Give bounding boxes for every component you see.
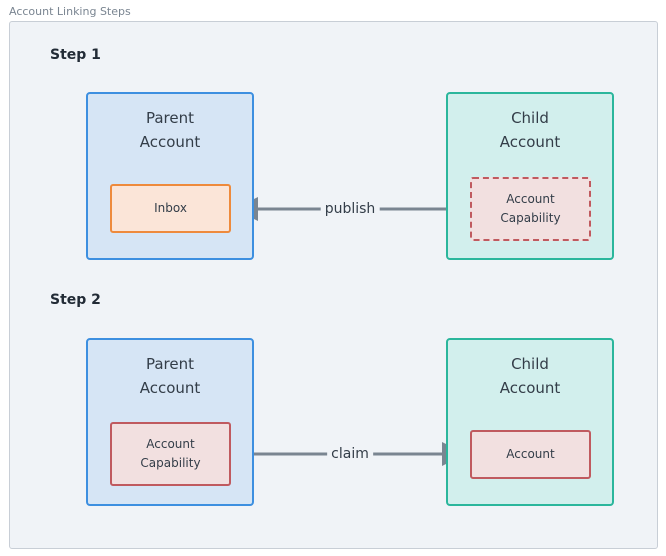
step-1-label: Step 1: [50, 47, 101, 63]
account-capability-node: Account Capability: [110, 422, 231, 486]
child-title: Child Account: [499, 109, 561, 151]
claim-label: claim: [327, 446, 373, 462]
step-2-child-account: Child Account: [446, 338, 614, 506]
step-1-parent-account: Parent Account: [86, 92, 254, 260]
account-node: Account: [470, 430, 591, 479]
publish-label: publish: [320, 201, 380, 217]
parent-title: Parent Account: [139, 109, 201, 151]
parent-title: Parent Account: [139, 355, 201, 397]
step-2-label: Step 2: [50, 292, 101, 308]
account-capability-node: Account Capability: [470, 177, 591, 241]
inbox-node: Inbox: [110, 184, 231, 233]
diagram-title: Account Linking Steps: [9, 5, 131, 18]
child-title: Child Account: [499, 355, 561, 397]
